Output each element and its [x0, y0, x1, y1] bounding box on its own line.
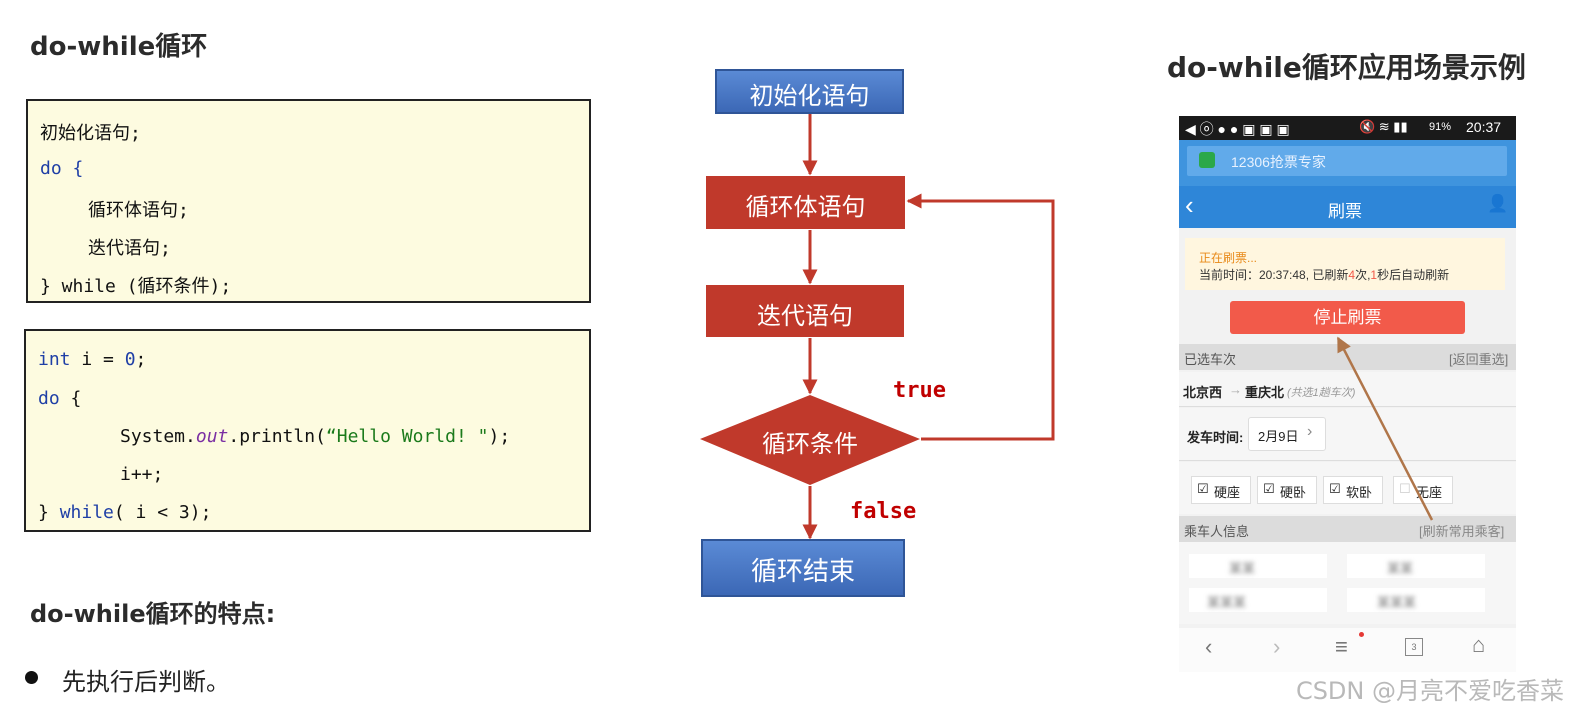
- back-nav-icon[interactable]: ‹: [1205, 634, 1213, 659]
- departure-label: 发车时间:: [1187, 430, 1244, 445]
- notice-bar[interactable]: 12306抢票专家: [1187, 146, 1507, 176]
- chevron-right-icon: ›: [1307, 423, 1313, 440]
- departure-row: 发车时间: 2月9日 ›: [1179, 408, 1516, 461]
- condition-label: 循环条件: [762, 430, 858, 458]
- section-title: do-while循环: [30, 32, 208, 62]
- bullet-icon: [25, 671, 38, 684]
- features-title: do-while循环的特点:: [30, 600, 276, 628]
- checkbox-icon: ☑: [1263, 481, 1275, 496]
- arrow-true-loop: [906, 193, 1055, 441]
- passenger-item[interactable]: 某某某: [1347, 588, 1485, 612]
- passenger-name: 某某某: [1207, 595, 1247, 610]
- init-box: [715, 69, 904, 114]
- checkbox-icon: ☑: [1197, 481, 1209, 496]
- checkbox-icon: ☐: [1399, 481, 1411, 496]
- iter-label: 迭代语句: [757, 302, 853, 330]
- refresh-passengers-link[interactable]: [刷新常用乘客]: [1419, 524, 1505, 539]
- nav-bar: ‹ 刷票 👤: [1179, 186, 1516, 228]
- nav-title: 刷票: [1328, 202, 1362, 221]
- code-line: } while (循环条件);: [40, 276, 232, 297]
- home-icon[interactable]: ⌂: [1472, 632, 1486, 657]
- user-icon[interactable]: 👤: [1487, 194, 1509, 213]
- selected-trains-label: 已选车次: [1184, 352, 1237, 367]
- seat-label: 硬座: [1214, 485, 1241, 500]
- seat-label: 硬卧: [1280, 485, 1307, 500]
- seat-option-hard-seat[interactable]: ☑ 硬座: [1191, 476, 1251, 504]
- passenger-list: 某某 某某 某某某 某某某: [1179, 542, 1516, 624]
- passenger-name: 某某某: [1377, 595, 1417, 610]
- end-box: [701, 539, 905, 597]
- seat-option-soft-sleeper[interactable]: ☑ 软卧: [1323, 476, 1383, 504]
- refresh-info-text: 当前时间：20:37:48, 已刷新4次,1秒后自动刷新: [1199, 268, 1450, 282]
- iter-box: [706, 285, 904, 337]
- battery-text: 91%: [1429, 121, 1452, 133]
- feature-item: 先执行后判断。: [62, 668, 230, 696]
- code-line: do {: [40, 158, 84, 179]
- stop-refresh-button[interactable]: 停止刷票: [1230, 301, 1465, 334]
- seat-row: ☑ 硬座 ☑ 硬卧 ☑ 软卧 ☐ 无座: [1179, 462, 1516, 514]
- seat-label: 无座: [1416, 485, 1443, 500]
- syntax-code-box: 初始化语句; do { 循环体语句; 迭代语句; } while (循环条件);: [26, 99, 591, 303]
- menu-icon[interactable]: ≡: [1335, 634, 1348, 659]
- code-line: do {: [38, 388, 82, 409]
- watermark: CSDN @月亮不爱吃香菜: [1295, 677, 1564, 705]
- end-label: 循环结束: [750, 557, 855, 587]
- passenger-item[interactable]: 某某某: [1189, 588, 1327, 612]
- checkbox-icon: ☑: [1329, 481, 1341, 496]
- notice-text: 12306抢票专家: [1231, 154, 1326, 170]
- tabs-icon[interactable]: 3: [1405, 638, 1423, 656]
- code-line: 迭代语句;: [88, 238, 171, 259]
- passenger-name: 某某: [1387, 561, 1414, 576]
- route-to: 重庆北: [1245, 385, 1285, 400]
- route-from: 北京西: [1183, 385, 1223, 400]
- example-code-box: int i = 0; do { System.out.println(“Hell…: [24, 329, 591, 532]
- true-label: true: [893, 378, 946, 403]
- code-line: int i = 0;: [38, 349, 147, 370]
- condition-diamond: [700, 395, 920, 485]
- code-line: 循环体语句;: [88, 200, 189, 221]
- seat-label: 软卧: [1346, 485, 1373, 500]
- signal-icon: 🔇 ≋ ▮▮: [1359, 119, 1408, 134]
- seat-option-standing[interactable]: ☐ 无座: [1393, 476, 1453, 504]
- passenger-item[interactable]: 某某: [1347, 554, 1485, 578]
- status-icons: ◀ ⓞ ● ● ▣ ▣ ▣: [1185, 121, 1290, 137]
- shield-icon: [1199, 152, 1215, 168]
- bottom-nav: ‹ › ≡ 3 ⌂: [1179, 628, 1516, 672]
- seat-option-hard-sleeper[interactable]: ☑ 硬卧: [1257, 476, 1317, 504]
- notice-area: 12306抢票专家: [1179, 140, 1516, 186]
- refresh-info: 正在刷票... 当前时间：20:37:48, 已刷新4次,1秒后自动刷新: [1185, 238, 1505, 290]
- code-line: } while( i < 3);: [38, 502, 212, 523]
- code-line: System.out.println(“Hello World! ");: [120, 426, 511, 447]
- train-count: (共选1趟车次): [1287, 387, 1356, 399]
- departure-date-picker[interactable]: 2月9日 ›: [1248, 417, 1326, 451]
- code-line: 初始化语句;: [40, 123, 141, 144]
- forward-nav-icon[interactable]: ›: [1273, 634, 1281, 659]
- menu-badge: [1359, 632, 1364, 637]
- route-row: 北京西 → 重庆北 (共选1趟车次): [1179, 372, 1516, 407]
- back-icon[interactable]: ‹: [1185, 190, 1194, 220]
- body-box: [706, 176, 905, 229]
- body-label: 循环体语句: [745, 193, 866, 221]
- route-arrow-icon: →: [1229, 382, 1242, 397]
- departure-date: 2月9日: [1258, 429, 1299, 444]
- code-line: i++;: [120, 464, 164, 485]
- init-label: 初始化语句: [749, 82, 870, 110]
- status-time: 20:37: [1466, 119, 1502, 135]
- passenger-label: 乘车人信息: [1184, 524, 1250, 539]
- reselect-link[interactable]: [返回重选]: [1449, 352, 1509, 367]
- false-label: false: [850, 499, 917, 524]
- passenger-item[interactable]: 某某: [1189, 554, 1327, 578]
- passenger-name: 某某: [1229, 561, 1256, 576]
- scenario-title: do-while循环应用场景示例: [1167, 51, 1526, 84]
- refresh-status: 正在刷票...: [1199, 251, 1258, 265]
- passenger-header: 乘车人信息 [刷新常用乘客]: [1179, 516, 1516, 542]
- status-bar: ◀ ⓞ ● ● ▣ ▣ ▣ 🔇 ≋ ▮▮ 91% 20:37: [1179, 116, 1516, 140]
- phone-screenshot: ◀ ⓞ ● ● ▣ ▣ ▣ 🔇 ≋ ▮▮ 91% 20:37 12306抢票专家…: [1179, 116, 1516, 672]
